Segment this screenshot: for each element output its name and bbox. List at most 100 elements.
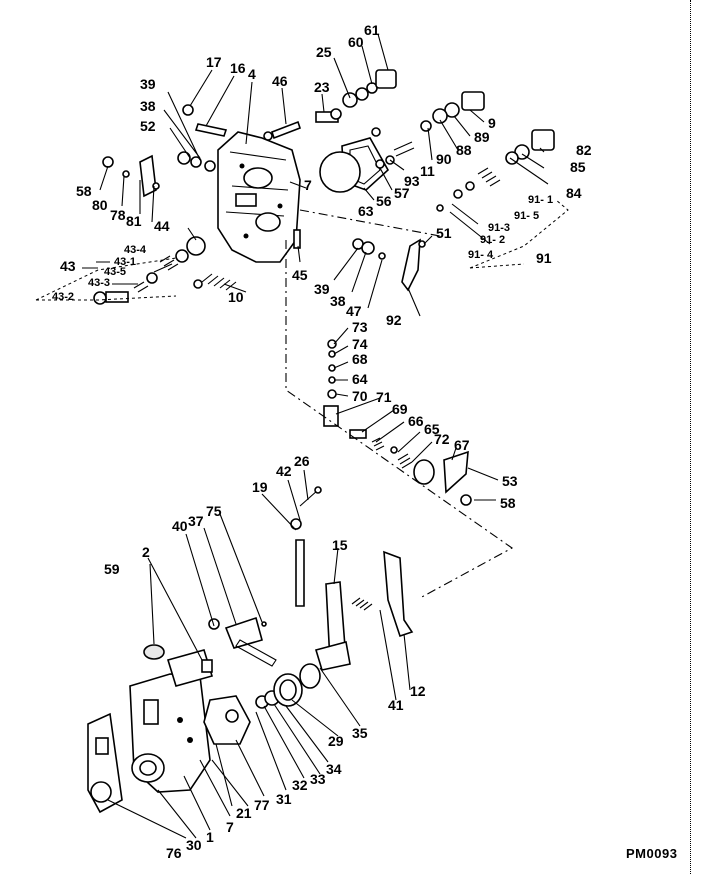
bolt-46 xyxy=(263,120,302,141)
callout-74: 74 xyxy=(352,336,368,352)
callout-59: 59 xyxy=(104,561,120,577)
callout-51: 51 xyxy=(436,225,452,241)
callout-19: 19 xyxy=(252,479,268,495)
callout-76: 76 xyxy=(166,845,182,861)
spring-set-69 xyxy=(349,429,472,506)
lever-92 xyxy=(401,238,426,292)
callout-81: 81 xyxy=(126,213,142,229)
spring-41 xyxy=(351,597,373,611)
callout-4: 4 xyxy=(248,66,256,82)
callout-85: 85 xyxy=(570,159,586,175)
callout-78: 78 xyxy=(110,207,126,223)
callout-92: 92 xyxy=(386,312,402,328)
callout-35: 35 xyxy=(352,725,368,741)
callout-29: 29 xyxy=(328,733,344,749)
callout-91_2: 91- 2 xyxy=(480,234,505,246)
page-edge-rule xyxy=(690,0,692,874)
callout-21: 21 xyxy=(236,805,252,821)
spring-10 xyxy=(193,273,237,291)
callout-65: 65 xyxy=(424,421,440,437)
callout-43: 43 xyxy=(60,258,76,274)
leader-lines xyxy=(82,33,549,839)
callout-77: 77 xyxy=(254,797,270,813)
callout-66: 66 xyxy=(408,413,424,429)
callout-56: 56 xyxy=(376,193,392,209)
callout-67: 67 xyxy=(454,437,470,453)
callout-52: 52 xyxy=(140,118,156,134)
callout-40: 40 xyxy=(172,518,188,534)
callout-89: 89 xyxy=(474,129,490,145)
callout-43_5: 43-5 xyxy=(104,266,126,278)
callout-25: 25 xyxy=(316,44,332,60)
gasket-76 xyxy=(87,712,123,814)
callout-1: 1 xyxy=(206,829,214,845)
callout-39b: 39 xyxy=(314,281,330,297)
bracket-78 xyxy=(102,154,160,198)
callout-64: 64 xyxy=(352,371,368,387)
callout-38a: 38 xyxy=(140,98,156,114)
callout-46: 46 xyxy=(272,73,288,89)
pins-45 xyxy=(293,229,386,260)
callout-41: 41 xyxy=(388,697,404,713)
callout-93: 93 xyxy=(404,173,420,189)
callout-88: 88 xyxy=(456,142,472,158)
fittings-89 xyxy=(420,91,485,132)
callout-73: 73 xyxy=(352,319,368,335)
callout-10: 10 xyxy=(228,289,244,305)
rod-19 xyxy=(290,486,322,607)
callout-58b: 58 xyxy=(500,495,516,511)
callout-45: 45 xyxy=(292,267,308,283)
callout-61: 61 xyxy=(364,22,380,38)
ring-stack xyxy=(255,663,321,709)
callout-91_3: 91-3 xyxy=(488,222,510,234)
callout-37: 37 xyxy=(188,513,204,529)
callout-30: 30 xyxy=(186,837,202,853)
callout-17: 17 xyxy=(206,54,222,70)
callout-26: 26 xyxy=(294,453,310,469)
callout-15: 15 xyxy=(332,537,348,553)
callout-7b: 7 xyxy=(226,819,234,835)
pin xyxy=(182,104,228,137)
callout-91_4: 91- 4 xyxy=(468,249,494,261)
nut-59 xyxy=(143,644,165,660)
callout-44: 44 xyxy=(154,218,170,234)
callout-70: 70 xyxy=(352,388,368,404)
governor-housing xyxy=(217,131,301,263)
callout-11: 11 xyxy=(420,163,435,179)
link-15 xyxy=(314,581,351,671)
callout-43_3: 43-3 xyxy=(88,277,110,289)
callout-91: 91 xyxy=(536,250,552,266)
callout-80: 80 xyxy=(92,197,108,213)
callout-42: 42 xyxy=(276,463,292,479)
callout-68: 68 xyxy=(352,351,368,367)
callout-63: 63 xyxy=(358,203,374,219)
lower-housing xyxy=(129,649,214,793)
callout-60: 60 xyxy=(348,34,364,50)
cover-plate xyxy=(319,137,390,193)
flyweight-plate xyxy=(203,695,251,745)
callout-57: 57 xyxy=(394,185,410,201)
callout-82: 82 xyxy=(576,142,592,158)
callout-53: 53 xyxy=(502,473,518,489)
callout-39a: 39 xyxy=(140,76,156,92)
callout-84: 84 xyxy=(566,185,582,201)
callout-43_4: 43-4 xyxy=(124,244,147,256)
callout-12: 12 xyxy=(410,683,426,699)
callout-69: 69 xyxy=(392,401,408,417)
nut-stack-60 xyxy=(342,69,397,108)
callout-58a: 58 xyxy=(76,183,92,199)
washers-left xyxy=(177,151,216,172)
callout-33: 33 xyxy=(310,771,326,787)
callout-75: 75 xyxy=(206,503,222,519)
callout-2: 2 xyxy=(142,544,150,560)
plug-82 xyxy=(436,129,555,212)
callout-31: 31 xyxy=(276,791,292,807)
callout-43_2: 43-2 xyxy=(52,291,74,303)
callout-71: 71 xyxy=(376,389,392,405)
callout-9: 9 xyxy=(488,115,496,131)
callout-43_1: 43-1 xyxy=(114,256,136,268)
lever-12 xyxy=(383,550,414,638)
shaft-37 xyxy=(201,616,277,673)
callout-16: 16 xyxy=(230,60,246,76)
